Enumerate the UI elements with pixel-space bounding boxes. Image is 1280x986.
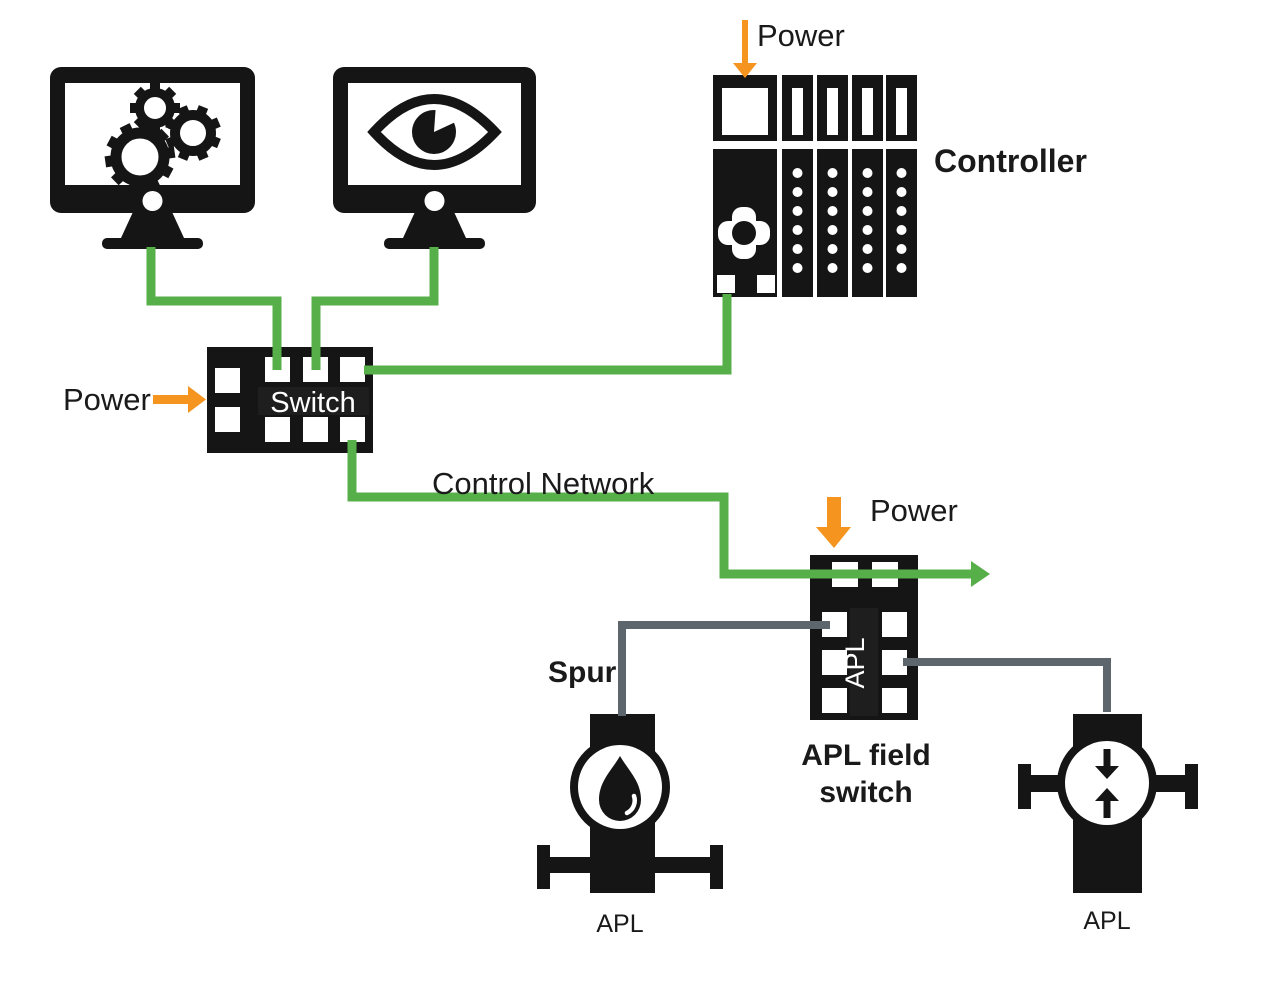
apl-label-strip: [850, 608, 878, 716]
power-arrow-controller: [733, 20, 757, 78]
engineering-workstation: [50, 67, 255, 249]
converging-arrows-icon: [1095, 749, 1119, 818]
monitor-stand: [403, 213, 466, 238]
pipe-flange-left: [1018, 764, 1031, 809]
spur-line-right-device: [903, 658, 1111, 712]
apl-port-label: APL: [840, 637, 870, 688]
control-network-label: Control Network: [432, 466, 655, 501]
droplet-icon: [599, 756, 641, 821]
network-arrowhead: [971, 561, 990, 587]
device-left-label: APL: [596, 910, 643, 938]
monitor-camera-dot: [142, 191, 163, 211]
apl-field-switch-icon: APL: [810, 555, 918, 720]
switch-power-label: Power: [63, 382, 151, 417]
field-device-right: [1018, 714, 1198, 893]
field-switch-power-label: Power: [870, 493, 958, 528]
network-line-workstation2-to-switch: [311, 247, 439, 370]
cpu-knob-icon: [718, 207, 770, 259]
spur-label: Spur: [548, 656, 617, 689]
network-line-switch-to-field-switch: [347, 440, 971, 579]
power-arrow-switch: [153, 386, 206, 413]
eye-icon: [367, 93, 502, 171]
io-modules: [782, 75, 917, 297]
controller-power-label: Power: [757, 18, 845, 53]
field-switch-name-line2: switch: [819, 776, 912, 809]
controller: [713, 75, 917, 297]
pipe-flange-right: [710, 845, 723, 889]
device-right-label: APL: [1083, 907, 1130, 935]
spur-line-left-device: [618, 621, 830, 716]
apl-field-switch: APL: [810, 555, 918, 720]
ethernet-switch-icon: Switch: [207, 347, 373, 453]
monitor-base: [102, 238, 203, 249]
pipe-flange-left: [537, 845, 550, 889]
switch-label: Switch: [270, 387, 355, 419]
field-device-left: [537, 714, 723, 893]
monitor-camera-dot: [424, 191, 445, 211]
gears-icon: [104, 83, 221, 193]
switch-ports: [215, 357, 365, 442]
network-switch: Switch: [207, 347, 373, 453]
network-line-workstation1-to-switch: [146, 247, 282, 370]
pipe-flange-right: [1185, 764, 1198, 809]
operator-workstation: [333, 67, 536, 249]
monitor-stand: [121, 213, 184, 238]
switch-label-band: [258, 387, 369, 415]
network-line-switch-to-controller: [364, 294, 732, 375]
droplet-transmitter-icon: [537, 714, 723, 893]
differential-pressure-transmitter-icon: [1018, 714, 1198, 893]
plc-rack-icon: [713, 75, 917, 297]
io-module-leds: [792, 168, 907, 273]
monitor-base: [384, 238, 485, 249]
field-switch-name-line1: APL field: [801, 739, 930, 772]
power-arrow-field-switch: [816, 497, 851, 548]
controller-label: Controller: [934, 143, 1087, 179]
